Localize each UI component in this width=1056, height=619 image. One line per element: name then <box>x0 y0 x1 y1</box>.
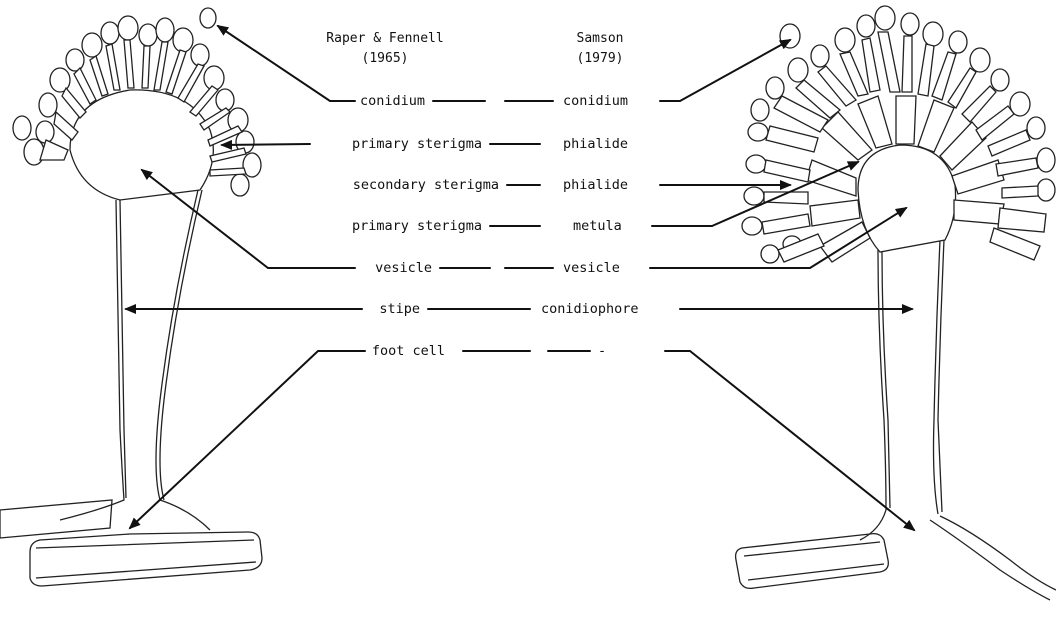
label-right-vesicle: vesicle <box>563 260 620 276</box>
label-left-stipe: stipe <box>379 301 420 317</box>
label-right-metula: metula <box>573 218 622 234</box>
raper-fennell-year: (1965) <box>362 51 409 66</box>
label-left-secondary-sterigma: secondary sterigma <box>353 177 499 193</box>
label-right-conidiophore: conidiophore <box>541 301 639 317</box>
label-right-phialide-1: phialide <box>563 136 628 152</box>
left-stipe-outline <box>60 200 124 520</box>
label-right-phialide-2: phialide <box>563 177 628 193</box>
right-foot-cell <box>736 534 889 589</box>
label-right-foot-cell: - <box>598 343 606 359</box>
right-vesicle <box>858 145 956 252</box>
right-conidiophore-drawing <box>736 6 1056 600</box>
left-hypha-fragment <box>0 500 112 538</box>
arrow-right-foot-cell <box>665 351 914 530</box>
label-left-foot-cell: foot cell <box>372 343 445 359</box>
samson-heading: Samson <box>577 31 624 46</box>
arrow-left-primary-sterigma <box>222 144 310 145</box>
label-left-primary-sterigma-2: primary sterigma <box>352 218 482 234</box>
label-left-primary-sterigma-1: primary sterigma <box>352 136 482 152</box>
label-left-vesicle: vesicle <box>375 260 432 276</box>
left-vesicle <box>70 90 213 200</box>
left-conidiophore-drawing <box>0 8 262 586</box>
samson-year: (1979) <box>577 51 624 66</box>
label-right-conidium: conidium <box>563 93 628 109</box>
left-foot-cell <box>30 532 262 586</box>
raper-fennell-heading: Raper & Fennell <box>326 31 443 46</box>
label-left-conidium: conidium <box>360 93 425 109</box>
